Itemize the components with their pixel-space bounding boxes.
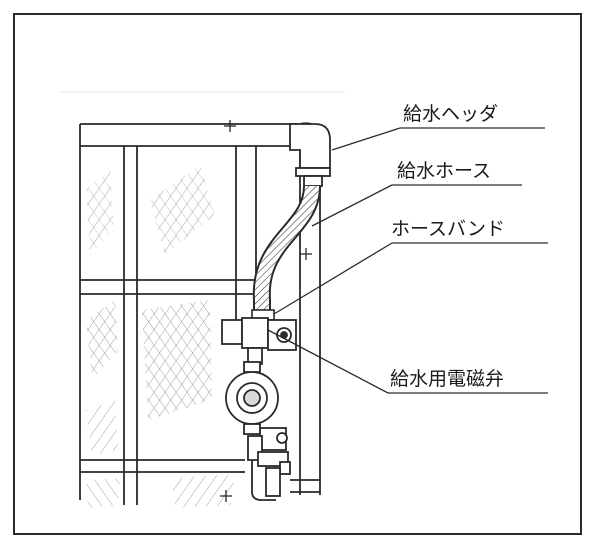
- leader-lines: [267, 127, 548, 394]
- label-water-hose: 給水ホース: [397, 160, 491, 182]
- outer-border: [13, 13, 582, 535]
- glass-hatching: [86, 165, 235, 508]
- center-marks: [220, 120, 312, 502]
- label-solenoid-valve: 給水用電磁弁: [390, 368, 504, 390]
- braided-hose: [252, 185, 321, 312]
- label-hose-band: ホースバンド: [391, 218, 505, 240]
- water-header-elbow: [289, 123, 331, 187]
- solenoid-valve: [221, 317, 297, 501]
- label-water-header: 給水ヘッダ: [403, 103, 498, 125]
